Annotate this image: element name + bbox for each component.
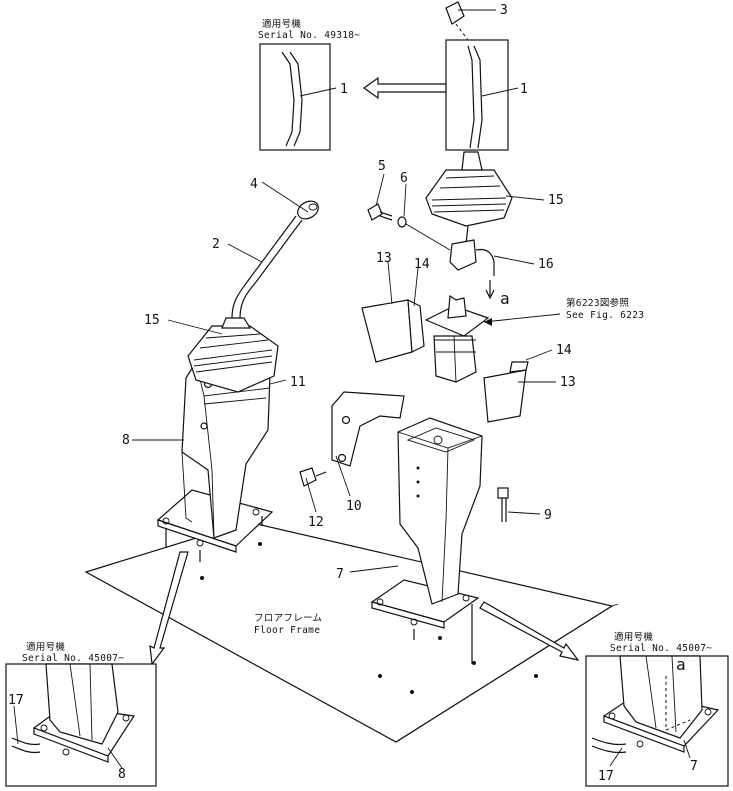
callout-3: 3 [500, 3, 508, 18]
callout-14-left: 14 [414, 257, 430, 272]
callout-a-main: a [500, 289, 510, 308]
callout-2: 2 [212, 237, 220, 252]
see-fig-jp: 第6223図参照 [566, 297, 629, 309]
callout-15-left: 15 [144, 313, 160, 328]
see-fig-en: See Fig. 6223 [566, 310, 644, 321]
callout-9: 9 [544, 508, 552, 523]
floor-frame-jp-label: フロアフレーム [254, 613, 322, 624]
cover-plates [299, 298, 529, 522]
callout-1-inset: 1 [340, 82, 348, 97]
callout-17-left: 17 [8, 693, 24, 708]
callout-7-main: 7 [336, 567, 344, 582]
serial-top-jp: 適用号機 [262, 18, 301, 30]
floor-frame-plate [84, 521, 619, 743]
serial-right-jp: 適用号機 [614, 631, 653, 643]
floor-frame-en-label: Floor Frame [254, 625, 320, 636]
inset-right-serial-45007 [585, 655, 729, 787]
left-console-stand [156, 200, 319, 562]
callout-8-main: 8 [122, 433, 130, 448]
callout-8-inset: 8 [118, 767, 126, 782]
callout-12: 12 [308, 515, 324, 530]
callout-13-left: 13 [376, 251, 392, 266]
callout-7-inset: 7 [690, 759, 698, 774]
callout-16: 16 [538, 257, 554, 272]
ppc-valve [424, 294, 490, 383]
leader-lines [132, 9, 580, 666]
serial-right-en: Serial No. 45007~ [610, 643, 712, 654]
right-console-stand [370, 417, 483, 664]
serial-left-en: Serial No. 45007~ [22, 653, 124, 664]
callout-1-main: 1 [520, 82, 528, 97]
callout-10: 10 [346, 499, 362, 514]
top-lever-assembly [367, 1, 513, 300]
inset-left-serial-45007 [5, 663, 157, 787]
callout-17-right: 17 [598, 769, 614, 784]
callout-a-inset: a [676, 655, 686, 674]
callout-4: 4 [250, 177, 258, 192]
callout-13-right: 13 [560, 375, 576, 390]
serial-left-jp: 適用号機 [26, 641, 65, 653]
callout-14-right: 14 [556, 343, 572, 358]
inset-lever-serial-49318 [259, 43, 447, 151]
callout-11: 11 [290, 375, 306, 390]
callout-5: 5 [378, 159, 386, 174]
callout-6: 6 [400, 171, 408, 186]
callout-15-main: 15 [548, 193, 564, 208]
serial-top-en: Serial No. 49318~ [258, 30, 360, 41]
